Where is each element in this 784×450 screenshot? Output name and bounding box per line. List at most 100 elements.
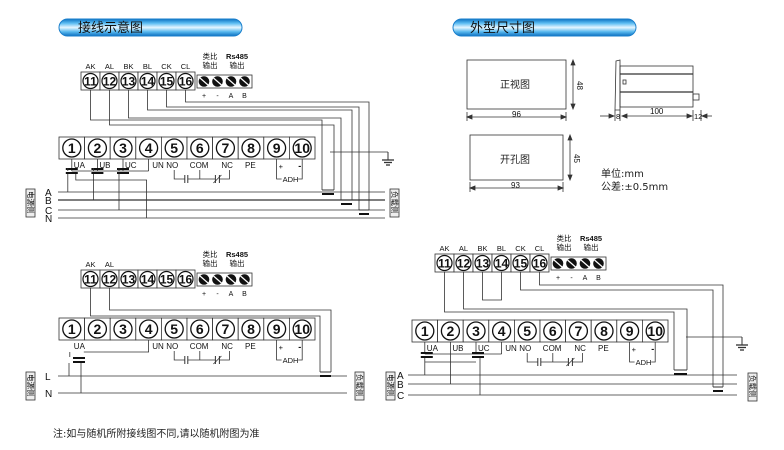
terminal-number-10: 10	[294, 140, 310, 156]
label-un: UN	[152, 161, 164, 170]
terminal-circle	[543, 321, 563, 341]
tolerance-text: 公差:±0.5mm	[601, 180, 668, 193]
neutral-tap	[75, 174, 147, 218]
ct-icon	[73, 361, 85, 363]
adh-bracket	[276, 159, 303, 180]
ct-icon	[420, 352, 433, 354]
screw-label: A	[229, 291, 234, 298]
current-wire-AK	[444, 272, 675, 370]
terminal-circle	[82, 270, 99, 288]
front-width-label: 96	[512, 110, 521, 119]
terminal-number-4: 4	[145, 140, 153, 156]
terminal-number-4: 4	[498, 323, 506, 339]
terminal-number-8: 8	[247, 140, 255, 156]
relay-wires	[173, 351, 230, 361]
terminal-number-11: 11	[84, 75, 97, 89]
terminal-number-16: 16	[179, 75, 193, 89]
terminal-number-6: 6	[549, 323, 557, 339]
front-view-label: 正视图	[500, 78, 530, 91]
load-side-label-box	[389, 188, 400, 218]
dimension-title: 外型尺寸图	[470, 21, 535, 36]
ct-icon	[65, 168, 78, 170]
ct-icon	[91, 172, 104, 174]
terminal-number-4: 4	[145, 321, 153, 337]
terminal-number-1: 1	[68, 321, 76, 337]
terminal-number-1: 1	[421, 323, 429, 339]
label-ub: UB	[452, 344, 463, 353]
terminal-number-10: 10	[294, 321, 310, 337]
ct-icon	[320, 375, 331, 377]
analog-out-label: 类比	[203, 51, 218, 61]
load-side-label: 负载侧	[748, 375, 758, 398]
label-nc: NC	[221, 161, 233, 170]
phase-label-B: B	[45, 196, 52, 207]
terminal-circle	[436, 254, 453, 272]
terminal-number-7: 7	[222, 321, 230, 337]
terminal-number-5: 5	[170, 140, 178, 156]
terminal-circle	[292, 138, 312, 158]
nc-contact-icon	[566, 357, 575, 367]
terminal-circle	[113, 319, 133, 339]
terminal-number-11: 11	[84, 273, 97, 287]
screw-slot	[567, 259, 576, 268]
terminal-number-15: 15	[160, 273, 174, 287]
terminal-number-9: 9	[273, 140, 281, 156]
terminal-number-5: 5	[523, 323, 531, 339]
terminal-circle	[241, 319, 261, 339]
label-uc: UC	[125, 161, 137, 170]
terminal-label: AK	[85, 62, 95, 71]
adh-plus: +	[279, 343, 284, 352]
terminal-label: CK	[515, 244, 525, 253]
analog-out-label: 类比	[557, 233, 572, 243]
terminal-number-9: 9	[273, 321, 281, 337]
label-no: NO	[166, 342, 178, 351]
terminal-circle	[266, 319, 287, 339]
screw-block	[196, 272, 253, 287]
screw-block	[550, 256, 607, 271]
terminal-circle	[455, 254, 472, 272]
screw-label: -	[216, 291, 219, 298]
terminal-number-15: 15	[160, 75, 174, 89]
load-side-label-box	[747, 372, 758, 402]
current-wire-BL	[147, 90, 353, 200]
ct-icon	[117, 168, 129, 170]
screw-label: +	[556, 275, 560, 282]
terminal-circle	[466, 321, 486, 341]
terminal-label: BL	[497, 244, 506, 253]
cutout-label: 开孔图	[500, 154, 530, 166]
source-side-label-box	[385, 371, 396, 401]
adh-bracket	[629, 342, 656, 363]
terminal-label: AK	[85, 260, 95, 269]
screw-label: -	[216, 93, 219, 100]
terminal-number-3: 3	[119, 321, 127, 337]
terminal-circle	[139, 72, 156, 90]
terminal-circle	[158, 270, 175, 288]
screw-slot	[240, 275, 249, 284]
terminal-circle	[493, 254, 510, 272]
terminal-circle	[113, 138, 133, 158]
voltage-tap	[68, 352, 82, 393]
side-rear-depth: 12	[694, 112, 702, 121]
analog-out-label: 输出	[557, 242, 572, 252]
terminal-circle	[215, 138, 236, 158]
cutout-height-label: 45	[572, 154, 581, 163]
label-un: UN	[152, 342, 164, 351]
screw-slot	[226, 77, 236, 86]
terminal-number-11: 11	[438, 257, 451, 271]
terminal-number-14: 14	[141, 75, 155, 89]
cutout-view	[468, 133, 573, 192]
terminal-number-6: 6	[196, 140, 204, 156]
ct-icon	[674, 373, 687, 375]
terminal-circle	[62, 138, 82, 158]
label-com: COM	[190, 342, 209, 351]
label-bracket	[424, 342, 502, 355]
adh-plus: +	[632, 345, 637, 354]
rs485-label: Rs485	[226, 250, 248, 259]
terminal-number-6: 6	[196, 321, 204, 337]
screw-slot	[226, 275, 236, 284]
current-wire-AL	[109, 288, 332, 372]
cutout-width-label: 93	[511, 181, 520, 190]
rs485-label: 输出	[584, 242, 599, 252]
